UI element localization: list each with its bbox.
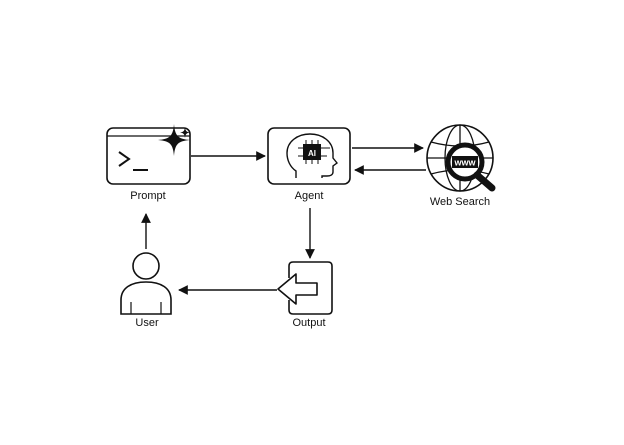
output-node (277, 261, 333, 315)
edges (141, 143, 426, 295)
prompt-label: Prompt (130, 190, 166, 202)
output-arrow-icon (277, 261, 333, 315)
prompt-node (106, 124, 191, 185)
terminal-sparkle-icon (106, 124, 191, 185)
www-badge-text: www (453, 158, 476, 168)
output-label: Output (292, 317, 326, 329)
web-search-node: www (426, 124, 496, 192)
user-icon (120, 252, 172, 315)
ai-chip-text: AI (308, 149, 316, 158)
globe-search-icon: www (426, 124, 496, 192)
agent-node: AI (267, 127, 351, 185)
ai-head-icon: AI (267, 127, 351, 185)
agent-label: Agent (294, 190, 324, 202)
user-node (120, 252, 172, 315)
web-search-label: Web Search (429, 196, 491, 208)
user-label: User (135, 317, 159, 329)
